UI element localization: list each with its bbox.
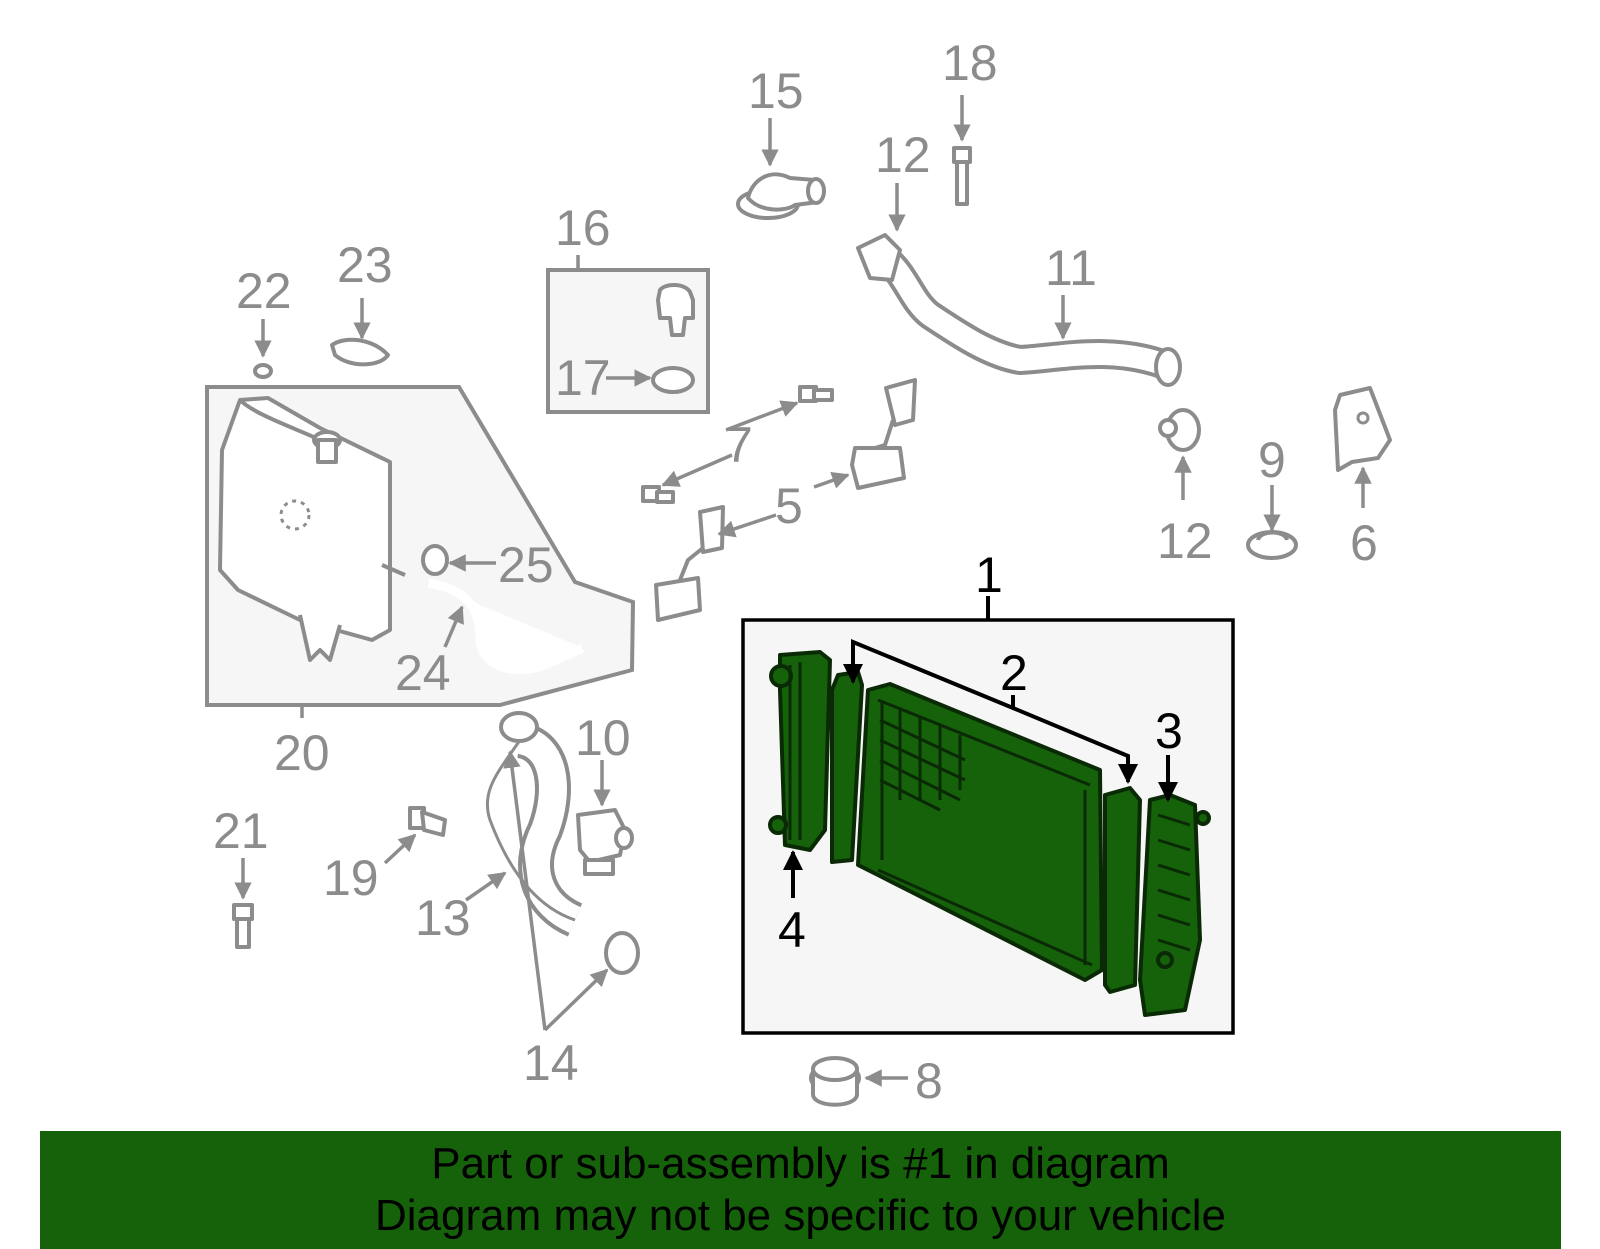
callout-2: 2 [1000,645,1028,701]
banner-line-1: Part or sub-assembly is #1 in diagram [431,1139,1170,1188]
drain-plug-19 [383,806,447,865]
radiator-assembly [741,596,1235,1035]
reservoir-cap [330,298,390,367]
callout-20: 20 [274,725,330,781]
callout-12-lower: 12 [1157,513,1213,569]
callout-16: 16 [555,200,611,256]
callout-13: 13 [415,890,471,946]
callout-15: 15 [748,63,804,119]
callout-6: 6 [1350,515,1378,571]
callout-9: 9 [1258,432,1286,488]
banner-line-2: Diagram may not be specific to your vehi… [374,1191,1227,1240]
callout-23: 23 [337,237,393,293]
reservoir-tank [218,396,406,662]
insulator-8 [809,1056,908,1107]
bracket-5 [654,378,917,622]
diagram-notice-banner: Part or sub-assembly is #1 in diagram Di… [40,1131,1561,1249]
reservoir-cap-plug [421,544,449,576]
thermostat-housing [736,118,826,220]
callout-7: 7 [725,417,753,473]
hose-clamp-12-lower [1158,408,1201,500]
bolt-21 [232,858,254,949]
callout-8: 8 [915,1053,943,1109]
callout-14: 14 [523,1035,579,1091]
sensor-10 [576,760,634,876]
cap-kit-box [546,255,710,414]
callout-10: 10 [575,710,631,766]
callout-11: 11 [1045,240,1097,296]
callout-22: 22 [236,263,292,319]
callout-18: 18 [942,35,998,91]
callout-24: 24 [395,645,451,701]
lower-radiator-hose [465,711,640,1032]
callout-17: 17 [555,350,611,406]
bolt-7 [641,385,834,504]
callout-25: 25 [498,537,554,593]
reservoir-hose [427,578,585,675]
grommet-9 [1246,485,1298,560]
bracket-6 [1333,386,1392,508]
callout-1: 1 [975,547,1003,603]
bolt-18 [952,95,972,206]
callout-5: 5 [775,478,803,534]
callout-4: 4 [778,902,806,958]
callout-12-upper: 12 [875,127,931,183]
callout-3: 3 [1155,703,1183,759]
upper-radiator-hose [856,233,1182,387]
callout-19: 19 [323,850,379,906]
reservoir-vent-plug [253,319,273,379]
callout-21: 21 [213,803,269,859]
